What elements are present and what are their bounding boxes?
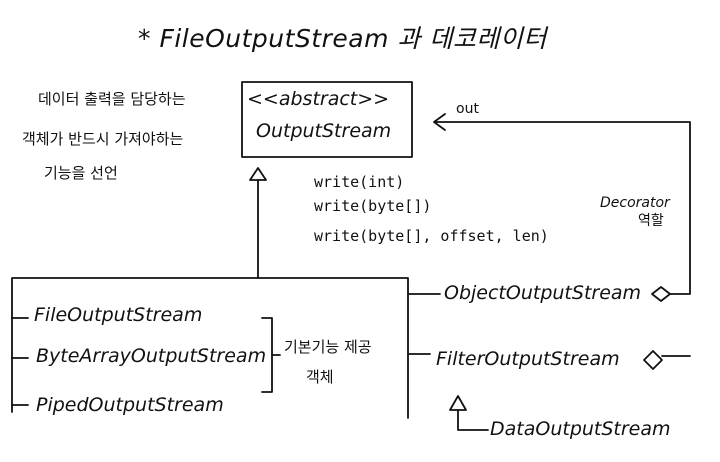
basic-note-line-2: 객체: [306, 368, 334, 386]
out-line: [435, 121, 691, 295]
out-label: out: [456, 101, 479, 117]
base-streams-box: [11, 277, 409, 419]
filter-output-stream: FilterOutputStream: [436, 348, 620, 370]
inherit-arrowhead: [249, 167, 267, 181]
decorator-role-label: 역할: [638, 213, 664, 229]
left-note-line-1: 데이터 출력을 담당하는: [38, 90, 186, 108]
byte-array-output-stream: ByteArrayOutputStream: [36, 345, 267, 367]
left-note-line-3: 기능을 선언: [44, 164, 118, 182]
data-output-stream: DataOutputStream: [490, 418, 671, 440]
method-write-bytes: write(byte[]): [314, 197, 432, 215]
filter-diamond: [643, 350, 663, 370]
piped-output-stream: PipedOutputStream: [36, 394, 224, 416]
abstract-stereotype: <<abstract>>: [247, 88, 390, 110]
out-arrowhead: [433, 113, 446, 131]
file-output-stream: FileOutputStream: [34, 304, 203, 326]
object-output-stream: ObjectOutputStream: [444, 282, 642, 304]
abstract-class-name: OutputStream: [256, 120, 392, 142]
left-note-line-2: 객체가 반드시 가져야하는: [22, 130, 184, 148]
decorator-label: Decorator: [600, 195, 670, 211]
object-diamond: [651, 286, 671, 302]
page-title: * FileOutputStream 과 데코레이터: [138, 24, 547, 53]
method-write-int: write(int): [314, 173, 405, 191]
outputstream-box: [241, 81, 413, 158]
basic-note-line-1: 기본기능 제공: [284, 338, 372, 356]
data-inherit-line: [457, 409, 489, 431]
data-inherit-arrowhead: [449, 395, 467, 411]
method-write-bytes-offset-len: write(byte[], offset, len): [314, 227, 549, 245]
